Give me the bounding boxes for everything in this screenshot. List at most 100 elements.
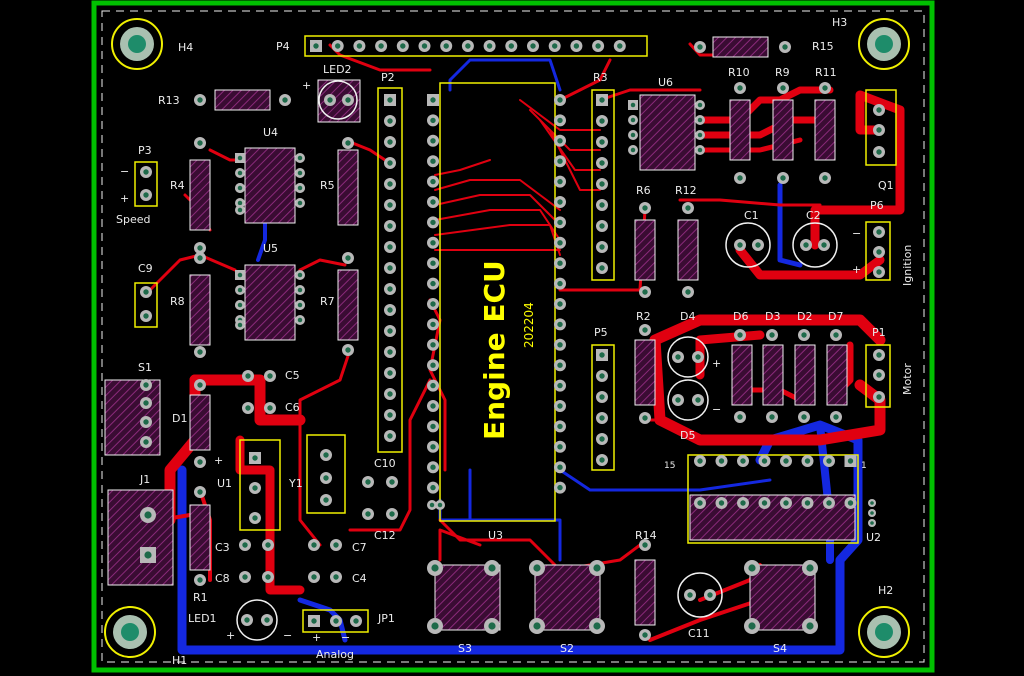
pad-drill	[430, 240, 436, 246]
pad-drill	[876, 269, 882, 275]
label-p6: P6	[870, 199, 884, 212]
label-p3: P3	[138, 144, 152, 157]
pad-drill	[431, 622, 439, 630]
label-j1: J1	[140, 473, 151, 486]
pad-drill	[599, 394, 605, 400]
pad-drill	[356, 43, 363, 49]
pad-drill	[826, 458, 832, 464]
pad-drill	[264, 617, 270, 623]
pad-drill	[557, 444, 563, 450]
pad-drill	[780, 175, 786, 181]
label-d5: D5	[680, 429, 696, 442]
pad-drill	[876, 127, 882, 133]
pad-drill	[143, 419, 149, 425]
pad-drill	[143, 439, 149, 445]
pad-drill	[430, 97, 436, 103]
pad-drill	[387, 244, 393, 250]
pad-drill	[876, 107, 882, 113]
silkscreen-outlines	[134, 35, 897, 633]
mounting-hole-h1	[104, 606, 156, 658]
label-p5: P5	[594, 326, 608, 339]
plus-mark: +	[226, 629, 236, 642]
u6-body	[639, 94, 696, 171]
pad-drill	[876, 352, 882, 358]
pad-drill	[748, 622, 756, 630]
pad-drill	[430, 117, 436, 124]
pad-drill	[801, 332, 807, 338]
pad-drill	[197, 255, 203, 261]
d2-body	[794, 344, 816, 406]
pad-drill	[697, 117, 703, 123]
r14-body	[634, 559, 656, 626]
label-r8: R8	[170, 295, 185, 308]
r6-body	[634, 219, 656, 281]
label-led2: LED2	[323, 63, 352, 76]
pad-drill	[761, 500, 768, 506]
d1-body	[189, 394, 211, 451]
pad-drill	[557, 117, 563, 124]
pad-drill	[237, 170, 243, 176]
pad-drill	[557, 301, 563, 307]
pad-drill	[557, 240, 563, 246]
pad-drill	[599, 139, 605, 145]
pad-drill	[430, 260, 436, 266]
pad-drill	[557, 382, 563, 389]
pad-drill	[748, 564, 756, 572]
pad-drill	[833, 414, 839, 420]
pad-drill	[685, 289, 691, 295]
u5-body	[244, 264, 296, 341]
pad-drill	[197, 382, 203, 388]
pad-drill	[437, 502, 443, 508]
pad-drill	[443, 43, 449, 49]
label-s4: S4	[773, 642, 787, 655]
r13-body	[214, 89, 271, 111]
label-r1: R1	[193, 591, 208, 604]
label-p1: P1	[872, 326, 886, 339]
c11-body	[677, 572, 723, 618]
minus-mark: −	[120, 165, 130, 178]
pad-drill	[237, 185, 243, 191]
pad-drill	[697, 44, 703, 50]
pad-drill	[804, 500, 811, 506]
pad-drill	[311, 574, 317, 580]
pad-drill	[430, 158, 436, 164]
pad-drill	[761, 458, 768, 464]
jp1-outline	[302, 609, 369, 633]
pad-drill	[687, 592, 693, 598]
pad-drill	[557, 464, 563, 470]
pad-drill	[740, 458, 746, 464]
pad-drill	[297, 272, 303, 278]
pad-drill	[387, 433, 393, 439]
pad-drill	[595, 43, 601, 49]
label-r13: R13	[158, 94, 180, 107]
label-c1: C1	[744, 209, 759, 222]
r12-body	[677, 219, 699, 281]
label-c5: C5	[285, 369, 300, 382]
plus-mark: +	[852, 263, 862, 276]
pad-drill	[297, 185, 303, 191]
pad-drill	[783, 500, 789, 506]
pad-drill	[593, 564, 601, 572]
pad-drill	[387, 307, 393, 313]
minus-mark: −	[341, 631, 351, 644]
label-d6: D6	[733, 310, 749, 323]
r9-body	[772, 99, 794, 161]
d3-body	[762, 344, 784, 406]
p5-header-outline	[591, 344, 615, 471]
pad-drill	[870, 511, 874, 515]
y1-outline	[306, 434, 346, 514]
pad-drill	[430, 280, 436, 287]
pad-drill	[400, 43, 406, 49]
pad-drill	[737, 332, 743, 338]
label-pin15: 15	[664, 461, 676, 471]
plus-mark: +	[302, 79, 312, 92]
pad-drill	[804, 458, 811, 464]
pad-drill	[297, 302, 303, 308]
pad-drill	[782, 44, 788, 50]
pad-drill	[333, 618, 339, 624]
pad-drill	[533, 622, 541, 630]
pad-drill	[378, 43, 384, 49]
pad-drill	[557, 321, 563, 328]
r7-body	[337, 269, 359, 341]
pad-drill	[297, 287, 303, 293]
